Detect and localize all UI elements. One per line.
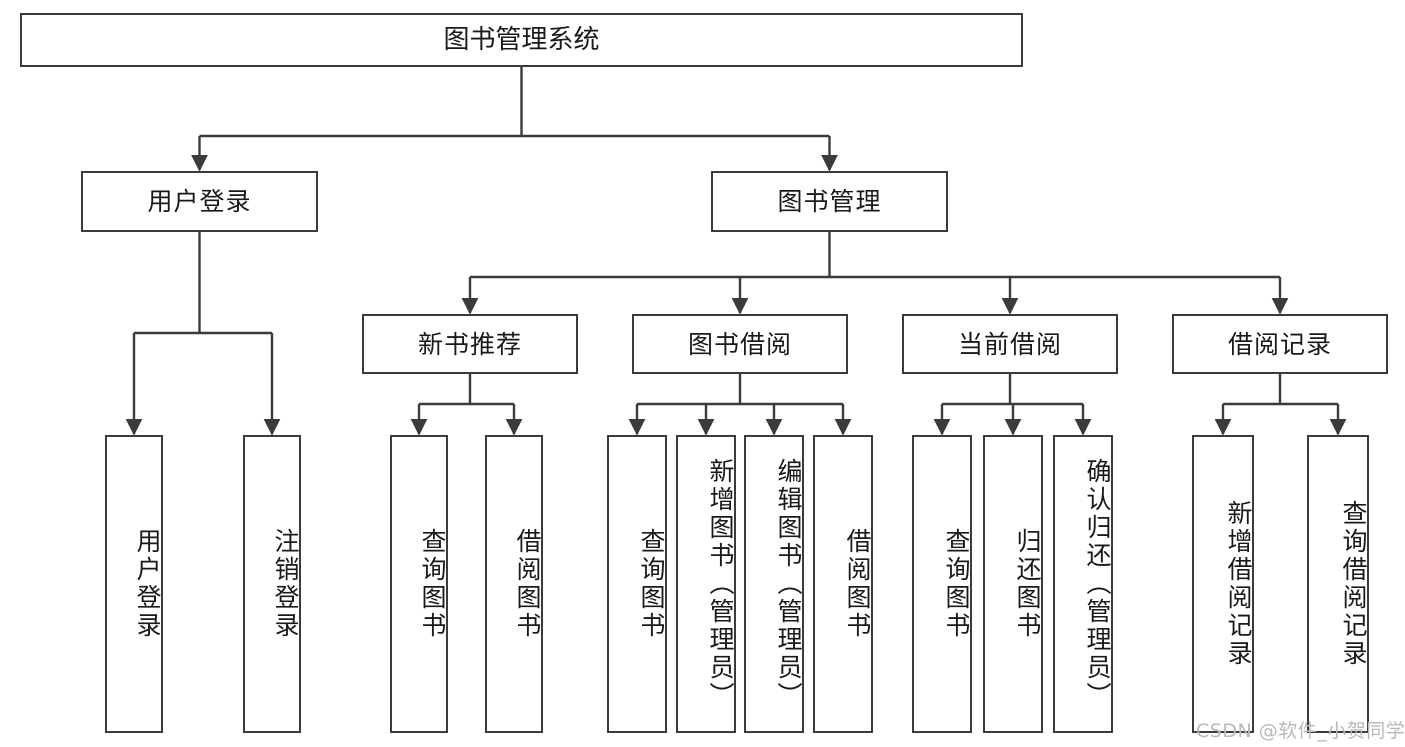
node-leaf-borrow-borrow-book[interactable]: 借阅图书: [813, 435, 873, 733]
node-label: 新书推荐: [417, 329, 522, 359]
node-leaf-user-login[interactable]: 用户登录: [105, 435, 163, 733]
node-label: 用户登录: [133, 528, 162, 640]
node-label: 图书借阅: [687, 329, 792, 359]
node-leaf-borrow-add-book[interactable]: 新增图书（管理员）: [676, 435, 736, 733]
node-leaf-rec-query-book[interactable]: 查询图书: [390, 435, 448, 733]
node-label: 新增借阅记录: [1224, 500, 1253, 668]
node-borrow-records[interactable]: 借阅记录: [1172, 314, 1388, 374]
node-leaf-records-add[interactable]: 新增借阅记录: [1192, 435, 1254, 733]
node-label: 查询借阅记录: [1339, 500, 1368, 668]
node-leaf-user-logout[interactable]: 注销登录: [243, 435, 301, 733]
node-book-manage[interactable]: 图书管理: [711, 171, 948, 232]
node-label: 注销登录: [271, 528, 300, 640]
node-label: 新增图书（管理员）: [706, 458, 735, 710]
node-label: 编辑图书（管理员）: [774, 458, 803, 710]
node-leaf-records-query[interactable]: 查询借阅记录: [1307, 435, 1369, 733]
node-leaf-current-query-book[interactable]: 查询图书: [912, 435, 972, 733]
node-label: 确认归还（管理员）: [1083, 458, 1112, 710]
node-leaf-current-confirm-return[interactable]: 确认归还（管理员）: [1053, 435, 1113, 733]
node-label: 用户登录: [147, 187, 252, 216]
node-leaf-borrow-edit-book[interactable]: 编辑图书（管理员）: [744, 435, 804, 733]
node-leaf-rec-borrow-book[interactable]: 借阅图书: [485, 435, 543, 733]
node-label: 图书管理: [777, 187, 882, 216]
node-label: 归还图书: [1013, 528, 1042, 640]
node-user-login[interactable]: 用户登录: [81, 171, 318, 232]
node-label: 查询图书: [418, 528, 447, 640]
node-root[interactable]: 图书管理系统: [20, 13, 1023, 67]
node-label: 借阅记录: [1227, 329, 1332, 359]
node-new-book-recommend[interactable]: 新书推荐: [362, 314, 578, 374]
node-leaf-current-return-book[interactable]: 归还图书: [983, 435, 1043, 733]
node-label: 借阅图书: [513, 528, 542, 640]
node-label: 图书管理系统: [443, 24, 600, 55]
node-current-borrow[interactable]: 当前借阅: [902, 314, 1118, 374]
node-label: 查询图书: [942, 528, 971, 640]
node-leaf-borrow-query-book[interactable]: 查询图书: [607, 435, 667, 733]
watermark-text: CSDN @软件_小贺同学: [1196, 720, 1405, 742]
node-label: 查询图书: [637, 528, 666, 640]
node-label: 借阅图书: [843, 528, 872, 640]
node-label: 当前借阅: [957, 329, 1062, 359]
node-book-borrow[interactable]: 图书借阅: [632, 314, 848, 374]
